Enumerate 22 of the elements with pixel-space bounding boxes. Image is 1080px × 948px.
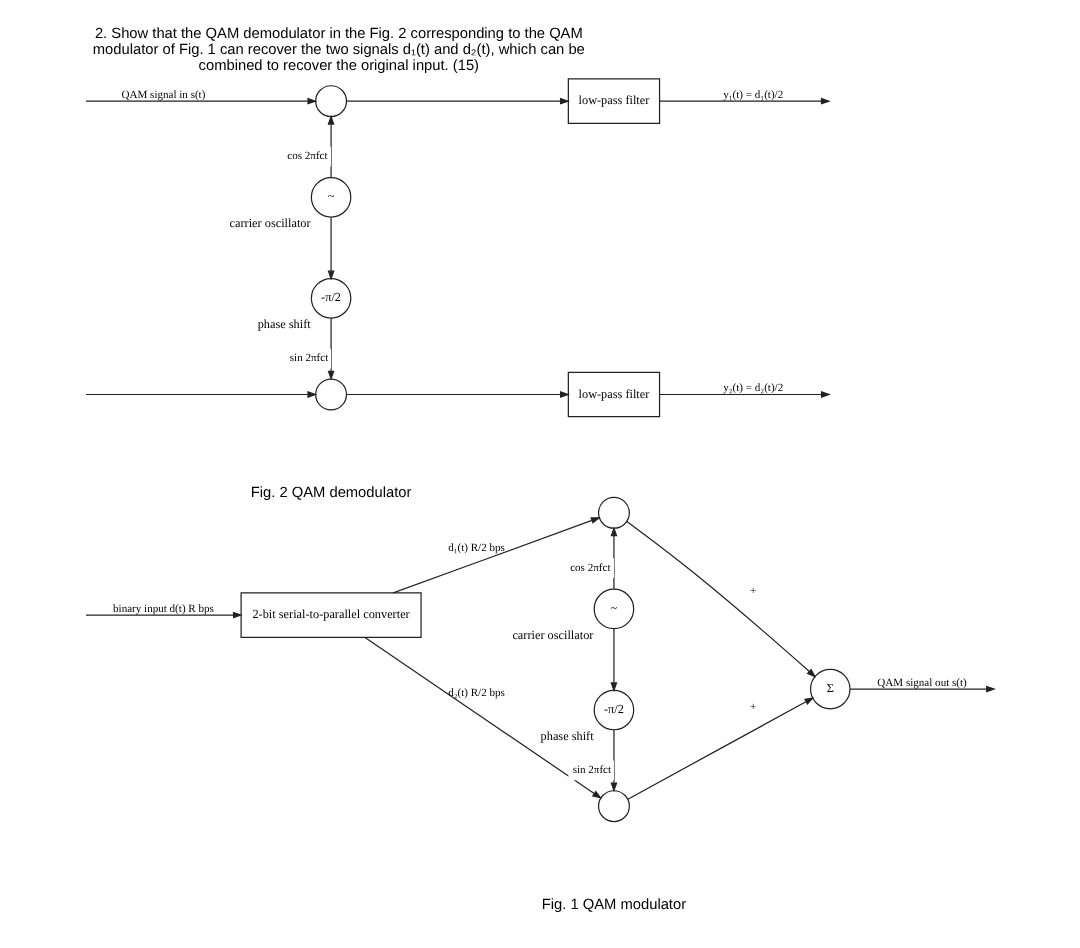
arrow (849, 685, 996, 693)
arrow (364, 636, 602, 799)
arrow (392, 517, 601, 594)
arrow (659, 97, 831, 105)
arrow (327, 114, 335, 178)
arrow (346, 97, 570, 105)
arrow (627, 697, 815, 800)
arrow (610, 526, 618, 590)
node-circle (315, 85, 348, 118)
arrow (659, 391, 831, 398)
arrow (610, 729, 618, 793)
arrow (327, 317, 335, 381)
arrow (610, 628, 618, 693)
node-circle (597, 496, 630, 529)
arrow (626, 520, 817, 678)
arrow (346, 391, 570, 398)
arrow (85, 611, 243, 619)
node-circle (597, 790, 630, 823)
node-circle (315, 378, 348, 411)
arrow (85, 97, 318, 105)
arrow (85, 391, 318, 398)
arrow (327, 216, 335, 281)
